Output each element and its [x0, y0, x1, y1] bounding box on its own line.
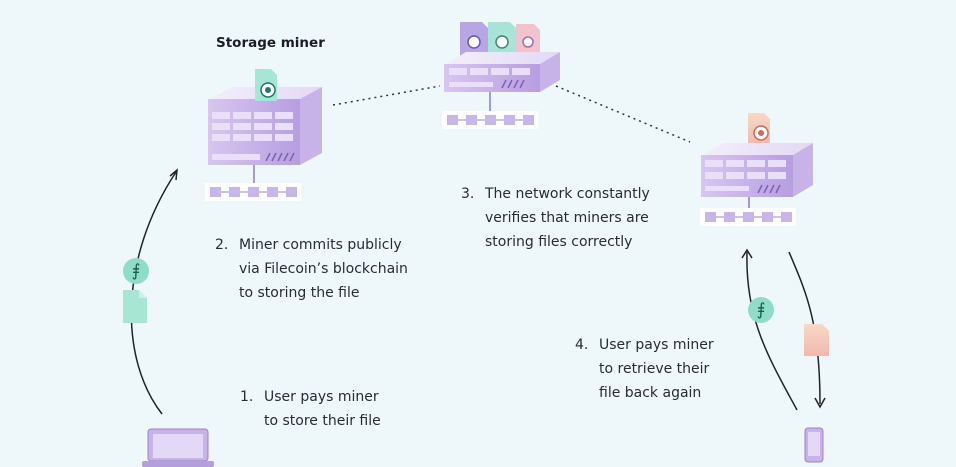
step-2-line-3: to storing the file [239, 285, 360, 301]
step-4-label: 4. User pays miner to retrieve their file… [575, 333, 714, 405]
step-4-line-2: to retrieve their [599, 361, 710, 377]
blockchain-icon-right [699, 207, 797, 227]
phone-icon [804, 427, 824, 463]
network-server-icon [444, 52, 560, 92]
laptop-icon [142, 428, 214, 467]
step-2-label: 2. Miner commits publicly via Filecoin’s … [215, 233, 408, 305]
payment-arrow [746, 251, 798, 411]
step-1-label: 1. User pays miner to store their file [240, 385, 381, 433]
step-4-line-1: User pays miner [599, 337, 714, 353]
storage-miner-title: Storage miner [216, 35, 325, 51]
filecoin-symbol-left: ⨎ [131, 261, 141, 281]
step-2-number: 2. [215, 237, 229, 253]
step-1-line-1: User pays miner [264, 389, 379, 405]
filecoin-token-icon-left [123, 258, 149, 284]
storage-miner-server-icon [208, 87, 322, 165]
step-1-line-2: to store their file [264, 413, 381, 429]
step-2-line-2: via Filecoin’s blockchain [239, 261, 408, 277]
upload-file-icon [123, 290, 147, 323]
filecoin-token-icon-right [748, 297, 774, 323]
download-arrow [788, 251, 821, 405]
step-3-line-2: verifies that miners are [485, 210, 649, 226]
retrieval-file-icon [748, 113, 770, 145]
retrieval-server-icon [701, 143, 813, 197]
step-3-label: 3. The network constantly verifies that m… [461, 182, 650, 254]
network-files-icon [460, 22, 540, 56]
download-file-icon [804, 324, 829, 356]
filecoin-symbol-right: ⨎ [756, 300, 766, 320]
stored-file-icon [255, 69, 277, 101]
step-3-line-3: storing files correctly [485, 234, 633, 250]
step-4-line-3: file back again [599, 385, 702, 401]
dotted-link-left [332, 85, 441, 106]
blockchain-icon-top [441, 110, 539, 130]
dotted-link-right [555, 85, 691, 143]
step-3-line-1: The network constantly [485, 186, 650, 202]
blockchain-icon-left [204, 182, 302, 202]
step-4-number: 4. [575, 337, 589, 353]
step-2-line-1: Miner commits publicly [239, 237, 402, 253]
step-1-number: 1. [240, 389, 254, 405]
step-3-number: 3. [461, 186, 475, 202]
